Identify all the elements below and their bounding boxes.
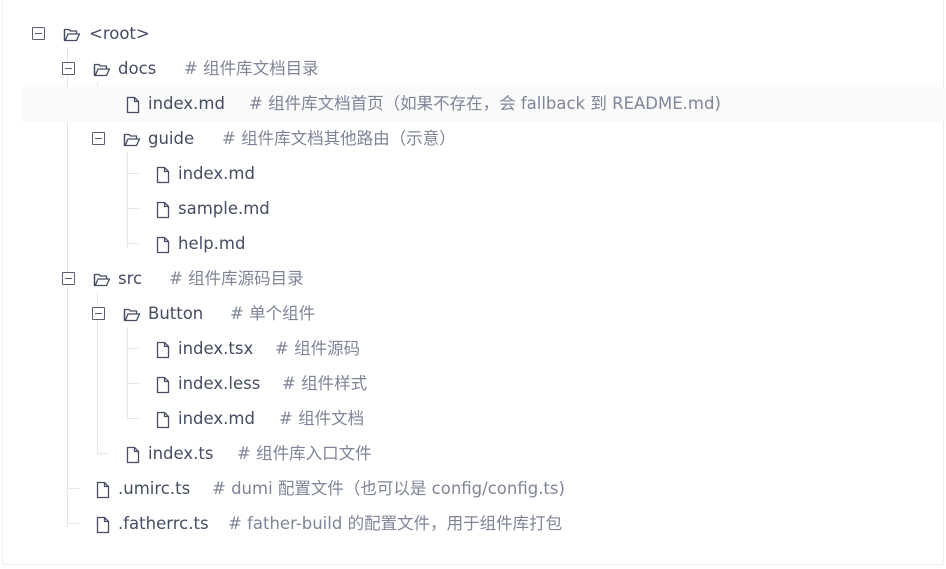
- tree-node-file[interactable]: index.md # 组件库文档首页（如果不存在，会 fallback 到 RE…: [23, 87, 945, 122]
- tree-guide-line: [127, 327, 128, 418]
- folder-open-icon: [93, 61, 111, 79]
- collapse-square-icon[interactable]: [32, 27, 45, 40]
- file-icon: [154, 376, 172, 394]
- tree-node-label[interactable]: index.md: [178, 164, 255, 183]
- file-icon: [154, 411, 172, 429]
- tree-node-folder[interactable]: Button # 单个组件: [3, 297, 945, 332]
- tree-node-folder[interactable]: src # 组件库源码目录: [3, 262, 945, 297]
- tree-node-file[interactable]: help.md: [3, 227, 945, 262]
- tree-node-comment: # 组件样式: [282, 374, 368, 393]
- tree-node-file[interactable]: index.tsx # 组件源码: [3, 332, 945, 367]
- tree-guide-line: [127, 348, 139, 349]
- tree-guide-line: [127, 208, 139, 209]
- tree-node-label[interactable]: sample.md: [178, 199, 270, 218]
- file-icon: [154, 166, 172, 184]
- tree-node-comment: # 组件库文档其他路由（示意）: [222, 129, 456, 148]
- collapse-square-icon[interactable]: [92, 132, 105, 145]
- tree-node-comment: # 组件文档: [279, 409, 365, 428]
- tree-node-file[interactable]: .fatherrc.ts # father-build 的配置文件，用于组件库打…: [3, 507, 945, 542]
- tree-node-file[interactable]: index.less # 组件样式: [3, 367, 945, 402]
- tree-guide-line: [127, 173, 139, 174]
- tree-node-comment: # 组件库入口文件: [237, 444, 372, 463]
- tree-node-file[interactable]: index.md # 组件文档: [3, 402, 945, 437]
- file-icon: [154, 236, 172, 254]
- file-icon: [94, 481, 112, 499]
- tree-node-comment: # 组件源码: [275, 339, 361, 358]
- tree-guide-line: [127, 418, 139, 419]
- folder-open-icon: [123, 131, 141, 149]
- tree-guide-line: [127, 383, 139, 384]
- file-icon: [154, 341, 172, 359]
- tree-guide-line: [67, 488, 79, 489]
- tree-guide-line: [67, 47, 68, 527]
- tree-node-label[interactable]: .umirc.ts: [118, 479, 191, 498]
- tree-node-file[interactable]: .umirc.ts # dumi 配置文件（也可以是 config/config…: [3, 472, 945, 507]
- tree-node-label[interactable]: src: [118, 269, 143, 288]
- tree-node-label[interactable]: .fatherrc.ts: [118, 514, 209, 533]
- tree-node-label[interactable]: index.md: [178, 409, 255, 428]
- folder-open-icon: [63, 26, 81, 44]
- tree-node-comment: # 单个组件: [230, 304, 316, 323]
- tree-guide-line: [127, 152, 128, 247]
- tree-guide-line: [127, 243, 139, 244]
- tree-node-comment: # dumi 配置文件（也可以是 config/config.ts): [212, 479, 565, 498]
- file-icon: [124, 96, 142, 114]
- tree-node-label[interactable]: index.tsx: [178, 339, 254, 358]
- tree-node-label[interactable]: index.less: [178, 374, 261, 393]
- tree-node-file[interactable]: sample.md: [3, 192, 945, 227]
- tree-node-comment: # father-build 的配置文件，用于组件库打包: [228, 514, 563, 533]
- tree-guide-line: [97, 453, 109, 454]
- collapse-square-icon[interactable]: [92, 307, 105, 320]
- tree-node-comment: # 组件库源码目录: [169, 269, 304, 288]
- collapse-square-icon[interactable]: [62, 62, 75, 75]
- tree-node-file[interactable]: index.md: [3, 157, 945, 192]
- tree-node-root[interactable]: <root>: [3, 17, 945, 52]
- tree-node-label[interactable]: guide: [148, 129, 195, 148]
- tree-node-label[interactable]: docs: [118, 59, 157, 78]
- file-icon: [154, 201, 172, 219]
- tree-node-label[interactable]: index.ts: [148, 444, 214, 463]
- tree-node-file[interactable]: index.ts # 组件库入口文件: [3, 437, 945, 472]
- tree-node-label[interactable]: <root>: [89, 24, 150, 43]
- file-icon: [124, 446, 142, 464]
- tree-node-label[interactable]: Button: [148, 304, 204, 323]
- folder-open-icon: [93, 271, 111, 289]
- collapse-square-icon[interactable]: [62, 272, 75, 285]
- file-icon: [94, 516, 112, 534]
- tree-guide-line: [67, 523, 79, 524]
- folder-open-icon: [123, 306, 141, 324]
- tree-node-folder[interactable]: guide # 组件库文档其他路由（示意）: [3, 122, 945, 157]
- tree-node-comment: # 组件库文档首页（如果不存在，会 fallback 到 README.md): [249, 94, 721, 113]
- tree-node-label[interactable]: help.md: [178, 234, 246, 253]
- tree-node-folder[interactable]: docs # 组件库文档目录: [3, 52, 945, 87]
- tree-node-comment: # 组件库文档目录: [184, 59, 319, 78]
- tree-node-label[interactable]: index.md: [148, 94, 225, 113]
- tree-guide-line: [97, 292, 98, 454]
